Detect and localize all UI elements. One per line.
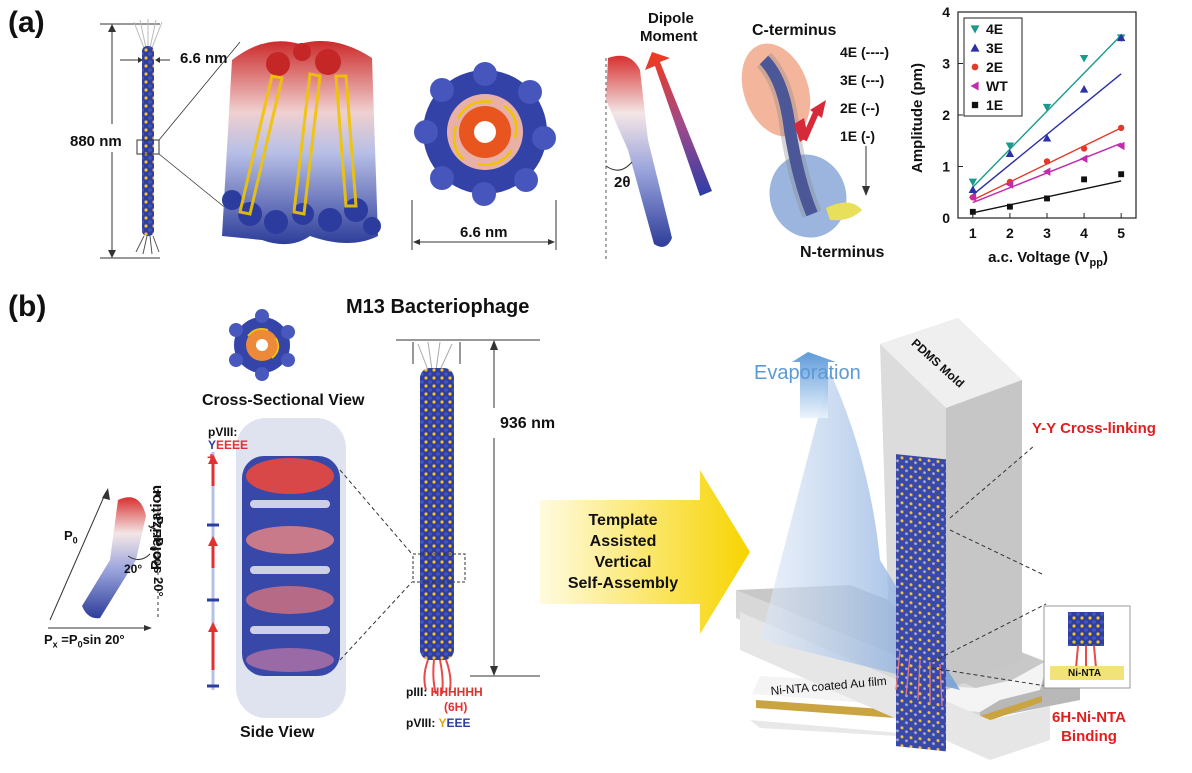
mutant-4e-label: 4E (----) [840,44,889,60]
angle-20-label: 20° [124,562,143,576]
piii-value: HHHHHH [430,685,483,699]
pviii-bottom-label: pVIII: YEEE [406,716,471,730]
pviii-top-y: Y [208,438,217,452]
dipole-title-line1: Dipole [648,10,694,27]
pviii-top-eee: EEEE [216,438,249,452]
phage-width-top-label: 6.6 nm [180,50,228,67]
dipole-title-line2: Moment [640,28,698,45]
p0-label: P0 [64,528,78,546]
arrow-line-3: Vertical [594,554,652,571]
panel-b-title: M13 Bacteriophage [346,296,530,318]
px-label: Px =P0sin 20° [44,632,125,650]
pviii-top-label: pVIII: YEEEE [208,426,248,452]
piii-6h: (6H) [444,700,468,714]
ni-nta-inset-label: Ni-NTA [1068,668,1102,679]
mutant-2e-label: 2E (--) [840,100,880,116]
mutant-3e-label: 3E (---) [840,72,885,88]
pviii-top-prefix: pVIII: [208,425,238,439]
binding-line-2: Binding [1061,728,1117,745]
arrow-line-4: Self-Assembly [567,575,679,592]
angle-label: 2θ [614,174,631,191]
assembly-arrow-text: Template Assisted Vertical Self-Assembly [548,510,698,594]
piii-label: pIII: HHHHHH [406,685,483,699]
binding-line-1: 6H-Ni-NTA [1052,709,1126,726]
phage-length-label: 880 nm [70,133,122,150]
mutant-1e-label: 1E (-) [840,128,875,144]
c-terminus-label: C-terminus [752,22,837,39]
svg-text:+: + [207,449,215,465]
crosslinking-label: Y-Y Cross-linking [1032,420,1156,437]
pviii-bottom-eee: EEE [446,716,471,730]
binding-label: 6H-Ni-NTA Binding [1044,708,1134,746]
py-label: Py=P0cos 20° [148,516,166,597]
arrow-line-1: Template [588,512,658,529]
cross-sectional-view-label: Cross-Sectional View [202,392,365,409]
panel-b-label: (b) [8,290,47,323]
cross-section-width-label: 6.6 nm [460,224,508,241]
evaporation-label: Evaporation [754,362,861,384]
panel-a-label: (a) [8,6,45,39]
pviii-bottom-y: Y [438,716,447,730]
length-936-label: 936 nm [500,415,556,432]
arrow-line-2: Assisted [589,533,657,550]
side-view-label: Side View [240,724,315,741]
n-terminus-label: N-terminus [800,244,885,261]
